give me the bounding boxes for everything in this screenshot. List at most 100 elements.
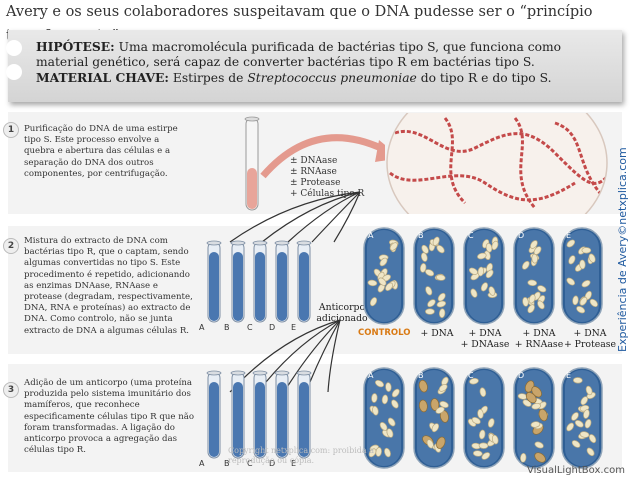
- bacterium: [583, 409, 590, 419]
- antibody-label: Anticorpo adicionado: [316, 302, 368, 324]
- tube-letter: D: [518, 231, 524, 240]
- step-number: 1: [3, 122, 19, 138]
- bacterium: [437, 292, 446, 302]
- curved-arrow: [260, 134, 401, 179]
- addition-item: ± Protease: [290, 178, 341, 188]
- dna-tube: [244, 116, 260, 211]
- bacterium: [579, 296, 588, 306]
- bacterium: [576, 306, 586, 314]
- distribution-arrows: [229, 191, 361, 243]
- bacterium: [385, 382, 392, 392]
- step-1-text: Purificação do DNA de uma estirpe tipo S…: [24, 124, 178, 179]
- bacterium: [537, 285, 547, 293]
- bacterium: [391, 399, 399, 409]
- bacterium: [472, 450, 483, 457]
- bacterium: [488, 286, 496, 296]
- credit-text: Experiência de Avery©netxplica.com: [616, 147, 629, 352]
- bacterium: [522, 297, 529, 307]
- bacterium: [379, 422, 388, 431]
- bacterium: [425, 308, 435, 315]
- bacterium: [368, 448, 377, 458]
- bacterium: [527, 279, 538, 287]
- material-text-b: do tipo R e do tipo S.: [420, 71, 552, 85]
- hypothesis-body: Uma macromolécula purificada de bactéria…: [36, 40, 562, 69]
- tube-letter: E: [291, 323, 297, 332]
- bacterium: [480, 282, 489, 292]
- bacterium: [579, 259, 586, 270]
- addition-item: + Células tipo R: [290, 189, 365, 199]
- bacterium: [579, 431, 590, 438]
- bacterium: [477, 409, 484, 419]
- material-species: Streptococcus pneumoniae: [247, 71, 417, 85]
- test-tube: [230, 370, 246, 459]
- bacterium: [527, 304, 535, 314]
- bacterium: [531, 402, 541, 410]
- additions-list: ± DNAase ± RNAase ± Protease + Células t…: [290, 156, 364, 200]
- bacterium: [588, 253, 596, 263]
- bacterium: [588, 434, 597, 444]
- tube-letter: C: [247, 459, 253, 468]
- bacterium: [469, 377, 479, 385]
- bacterium: [387, 417, 396, 427]
- tube-letter: D: [269, 323, 276, 332]
- bacterium: [520, 452, 527, 463]
- tube-letter: A: [199, 323, 205, 332]
- hypothesis-label: HIPÓTESE:: [36, 39, 115, 54]
- result-tube: D: [513, 227, 555, 325]
- step-2-text: Mistura do extracto de DNA com bactérias…: [24, 236, 193, 336]
- bacterium: [534, 452, 546, 463]
- tube-letter: C: [468, 231, 474, 240]
- bacterium: [528, 294, 536, 304]
- bacterium: [418, 399, 428, 413]
- bullet-dot: [6, 64, 22, 80]
- bacterium: [586, 447, 595, 457]
- bacterium: [485, 269, 494, 279]
- addition-item: ± DNAase: [290, 156, 338, 166]
- bacterium: [491, 434, 499, 445]
- test-tube: [230, 240, 246, 323]
- bacterium: [572, 295, 579, 306]
- bacterium: [369, 297, 378, 307]
- bacterium: [589, 298, 598, 308]
- bacterium: [479, 429, 486, 440]
- result-tube: A: [363, 367, 405, 469]
- bacterium: [431, 423, 440, 433]
- bacterium: [491, 240, 499, 251]
- step-number: 3: [3, 382, 19, 398]
- bacterium: [566, 239, 576, 248]
- result-tube: B: [413, 227, 455, 325]
- bacterium: [468, 267, 478, 275]
- result-label: + DNA+ RNAase: [514, 328, 564, 350]
- bacterium: [470, 288, 478, 298]
- test-tube: [296, 240, 312, 323]
- bacterium: [421, 244, 429, 254]
- tube-letter: B: [224, 459, 230, 468]
- bacterium: [471, 417, 481, 425]
- bacterium: [391, 388, 400, 398]
- result-tube: C: [463, 367, 505, 469]
- hypothesis-box: HIPÓTESE: Uma macromolécula purificada d…: [6, 30, 622, 102]
- bacterium: [525, 392, 537, 404]
- tube-letter: D: [269, 459, 276, 468]
- bacterium: [420, 252, 428, 262]
- result-tube: D: [513, 367, 555, 469]
- control-label: CONTROLO: [358, 328, 411, 338]
- addition-item: ± RNAase: [290, 167, 337, 177]
- tube-letter: E: [566, 371, 571, 380]
- bacterium: [430, 398, 440, 411]
- bacterium: [580, 396, 589, 406]
- bacterium: [530, 240, 538, 249]
- bacterium: [379, 257, 388, 267]
- bacterium: [566, 277, 576, 286]
- step-3-tubes: [206, 370, 312, 459]
- bacterium: [436, 436, 446, 449]
- bacterium: [581, 247, 592, 254]
- visuallightbox-link[interactable]: VisualLightBox.com: [527, 465, 625, 476]
- tube-letter: A: [199, 459, 205, 468]
- bacterium: [418, 379, 428, 393]
- tube-letter: D: [518, 371, 524, 380]
- bacterium: [572, 377, 583, 384]
- tube-letter: C: [247, 323, 253, 332]
